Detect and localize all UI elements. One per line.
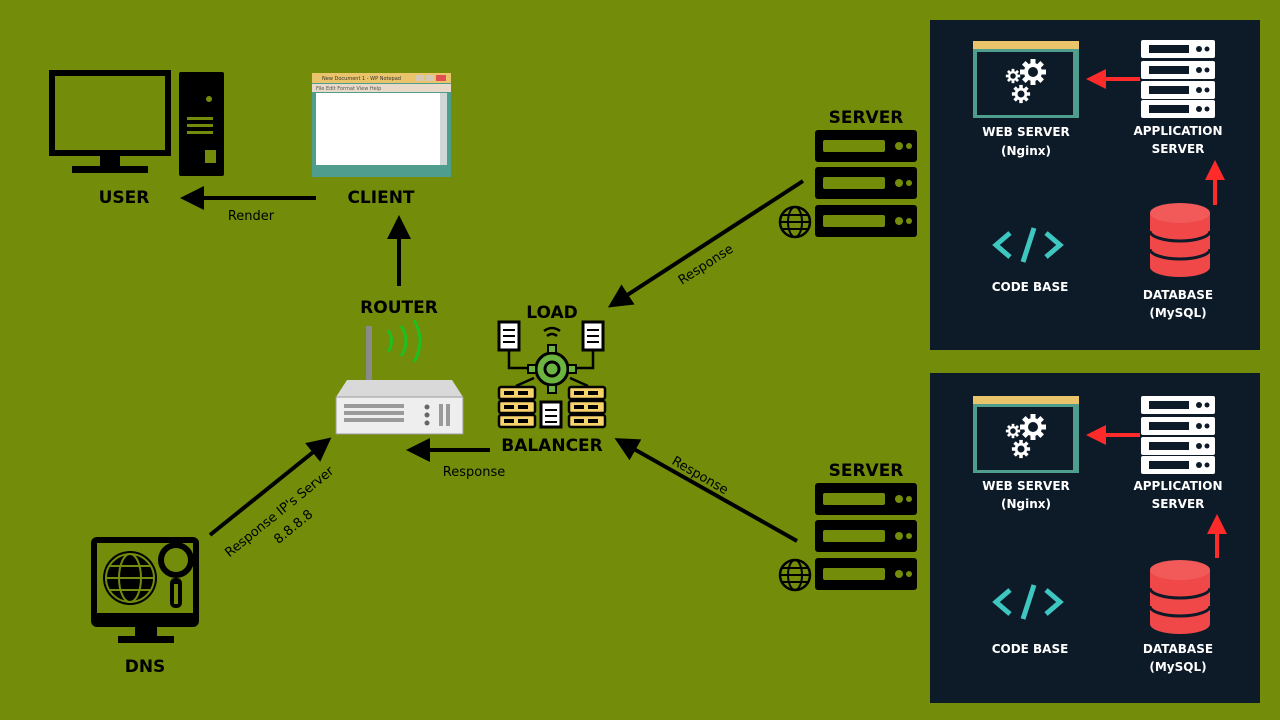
app-server-sub-label: SERVER (1152, 497, 1205, 511)
user-label: USER (99, 188, 150, 208)
database-icon (1148, 558, 1212, 636)
web-server-window-icon (973, 41, 1079, 118)
response-router-label: Response (443, 465, 505, 480)
server-bottom-arrow (614, 438, 798, 543)
load-label: LOAD (526, 303, 578, 323)
application-server-icon (1141, 396, 1215, 474)
server-panel-bottom: WEB SERVER (Nginx) APPLICATION SERVER CO… (930, 373, 1260, 703)
code-base-icon (992, 227, 1064, 263)
client-window-title: New Document 1 - WP Notepad (322, 76, 401, 82)
client-label: CLIENT (347, 188, 414, 208)
web-server-sub-label: (Nginx) (1001, 144, 1051, 158)
dns-icon (91, 537, 199, 643)
database-label: DATABASE (1143, 642, 1213, 656)
code-base-label: CODE BASE (992, 642, 1069, 656)
database-label: DATABASE (1143, 288, 1213, 302)
database-icon (1148, 201, 1212, 279)
router-icon (335, 319, 464, 435)
server-top-label: SERVER (829, 108, 904, 128)
render-label: Render (228, 209, 275, 224)
server-top-icon (815, 130, 917, 237)
client-window-menu: File Edit Format View Help (316, 86, 381, 92)
app-server-sub-label: SERVER (1152, 142, 1205, 156)
balancer-label: BALANCER (501, 436, 603, 456)
user-computer-icon (49, 70, 224, 176)
database-sub-label: (MySQL) (1149, 660, 1206, 674)
database-sub-label: (MySQL) (1149, 306, 1206, 320)
server-bottom-label: SERVER (829, 461, 904, 481)
globe-top-icon (778, 205, 812, 239)
dns-label: DNS (125, 657, 166, 677)
code-base-label: CODE BASE (992, 280, 1069, 294)
app-server-label: APPLICATION (1133, 479, 1222, 493)
server-top-arrow (607, 179, 805, 308)
response-top-label: Response (676, 242, 737, 289)
application-server-icon (1141, 40, 1215, 118)
dns-to-router-arrow (208, 437, 332, 537)
web-server-sub-label: (Nginx) (1001, 497, 1051, 511)
web-server-label: WEB SERVER (982, 479, 1070, 493)
app-server-label: APPLICATION (1133, 124, 1222, 138)
web-server-window-icon (973, 396, 1079, 473)
code-base-icon (992, 584, 1064, 620)
web-server-label: WEB SERVER (982, 125, 1070, 139)
globe-bottom-icon (778, 558, 812, 592)
router-label: ROUTER (360, 298, 438, 318)
server-panel-top: WEB SERVER (Nginx) APPLICATION SERVER CO… (930, 20, 1260, 350)
client-window-icon (312, 73, 451, 177)
load-balancer-icon (497, 320, 607, 429)
server-bottom-icon (815, 483, 917, 590)
